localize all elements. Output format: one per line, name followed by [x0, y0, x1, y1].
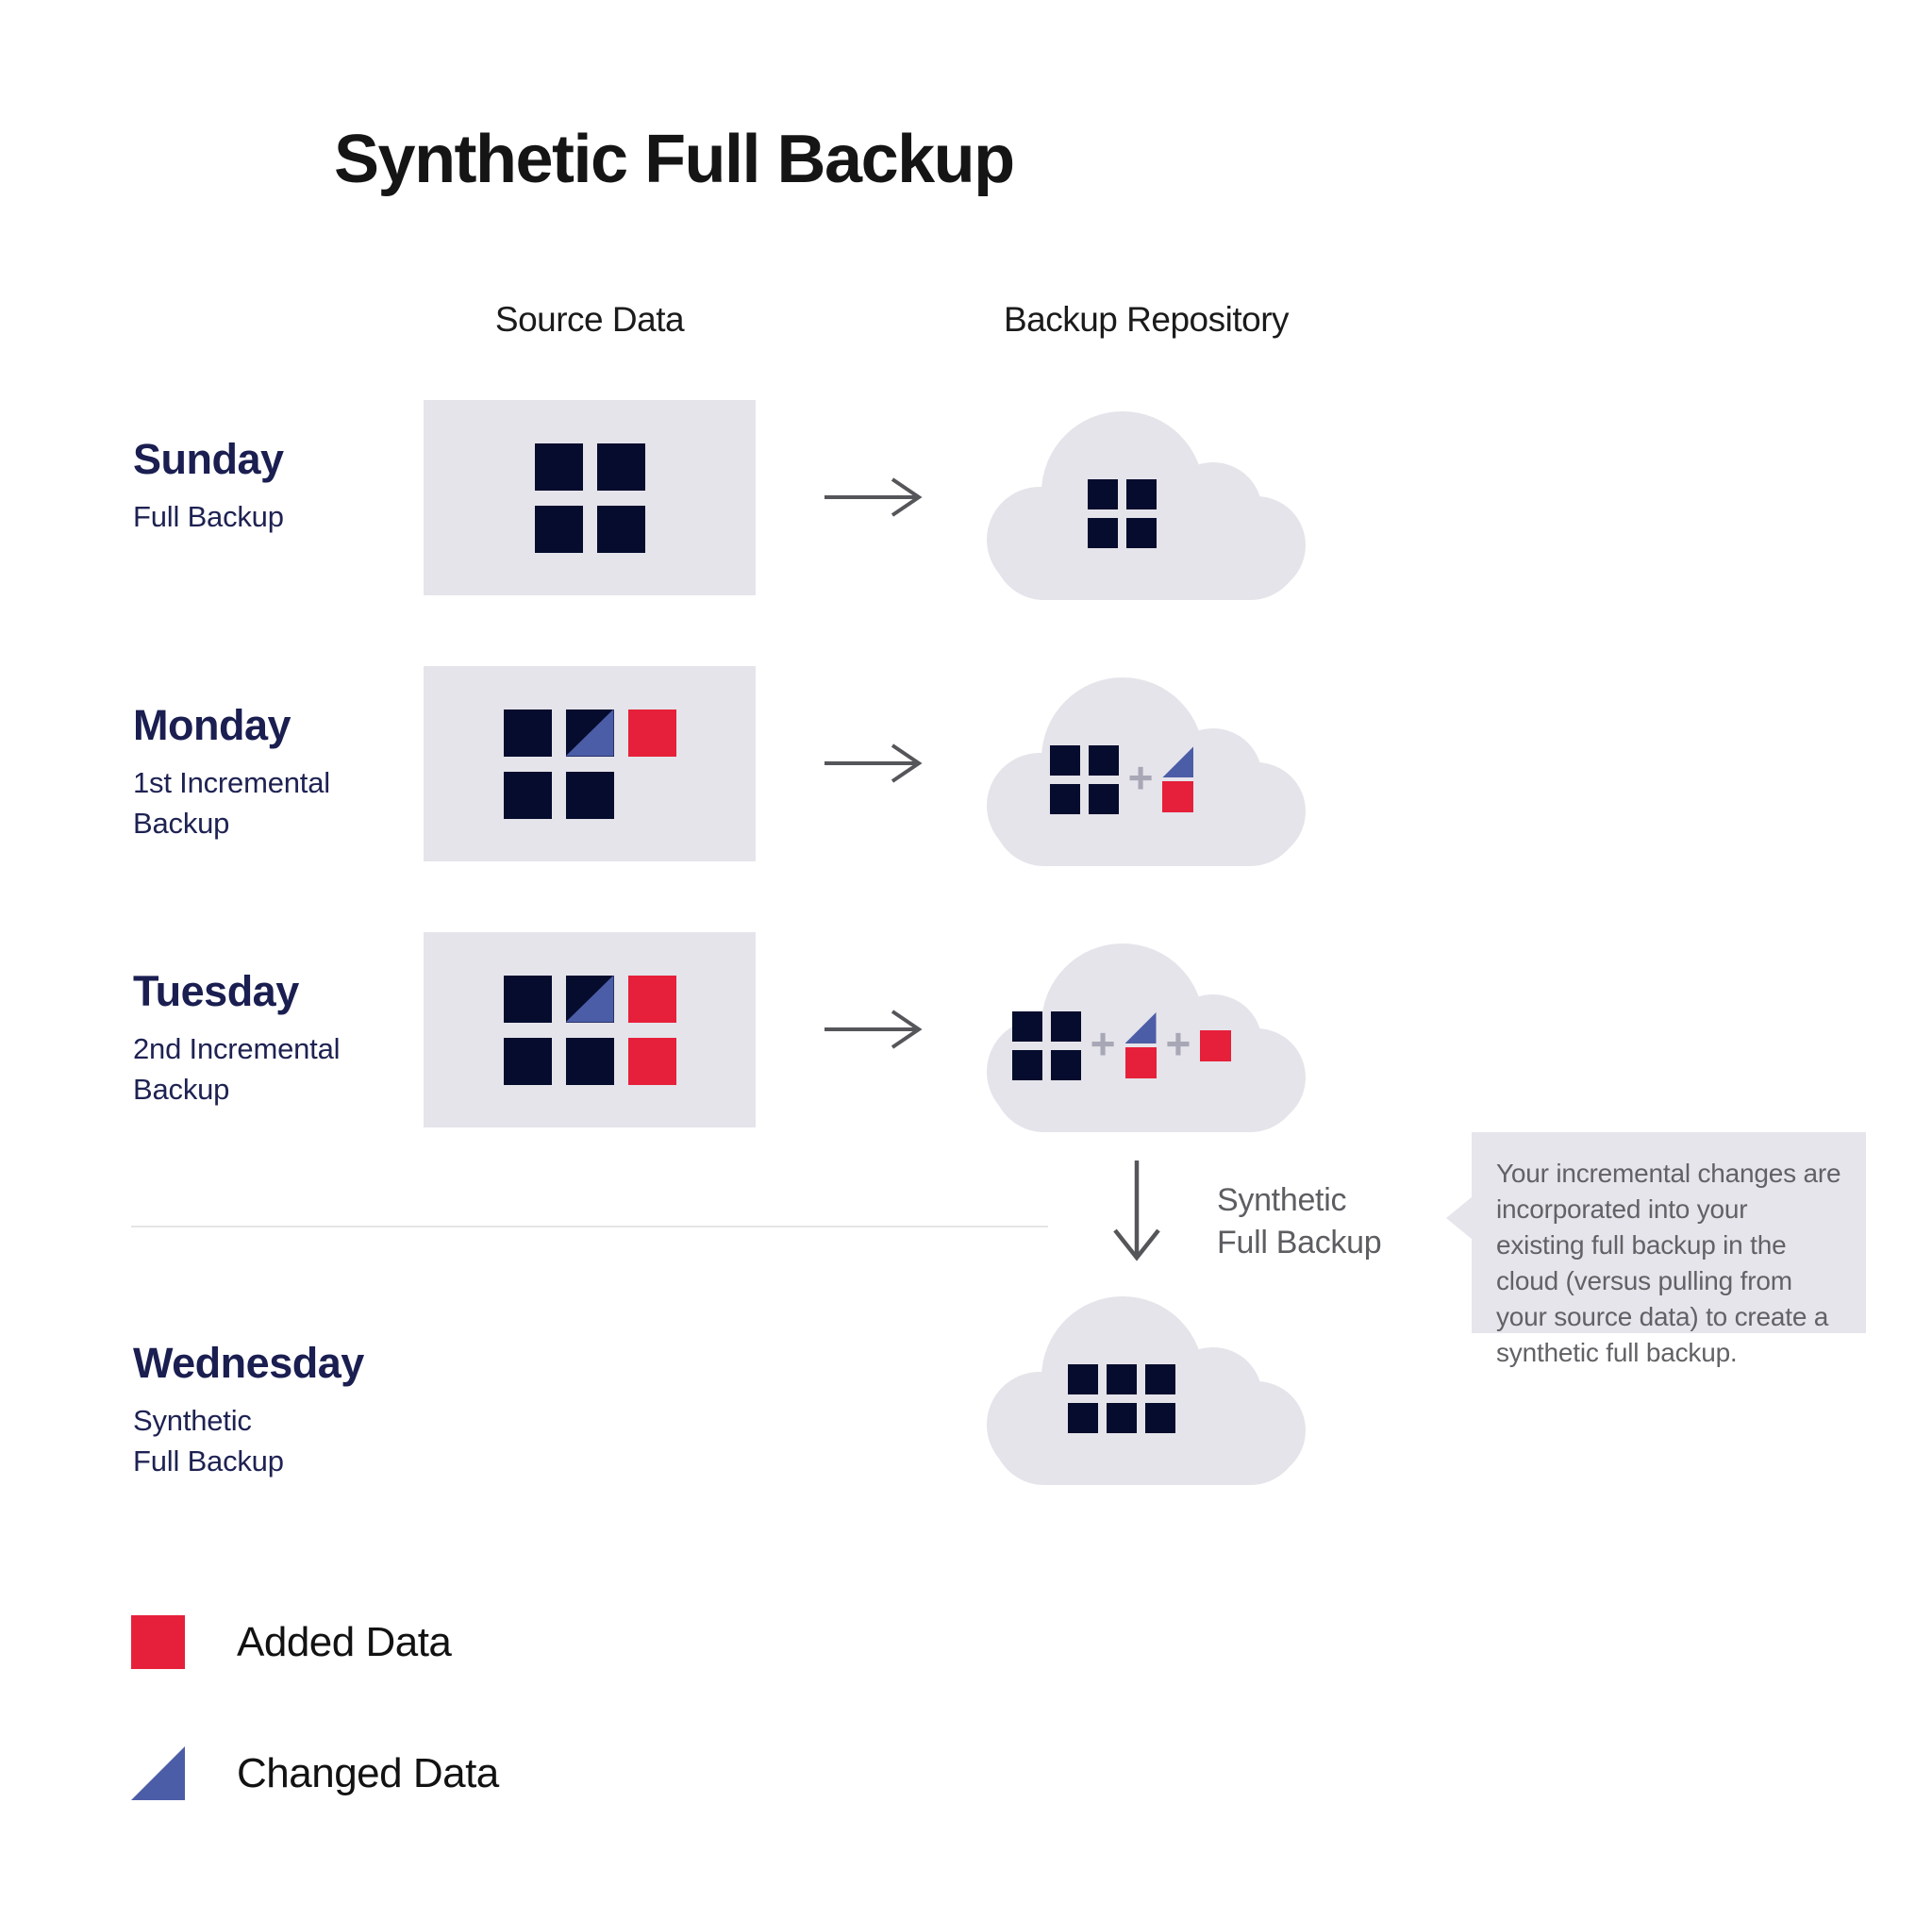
legend-item-changed-data: Changed Data [131, 1746, 499, 1800]
changed-data-triangle-icon [1124, 1012, 1157, 1043]
day-label-monday: Monday 1st Incremental Backup [133, 702, 416, 843]
cloud-content [957, 1298, 1287, 1498]
column-header-source-data: Source Data [494, 300, 685, 339]
tile-full [1011, 1010, 1042, 1042]
tooltip-text: Your incremental changes are incorporate… [1496, 1159, 1841, 1367]
changed-data-triangle-icon [1162, 746, 1194, 777]
tile-full [534, 442, 583, 491]
tile-full [565, 1037, 614, 1085]
source-tiles-monday [503, 709, 676, 819]
tile-full [503, 771, 552, 819]
tile-full [1145, 1363, 1175, 1394]
day-label-tuesday: Tuesday 2nd Incremental Backup [133, 968, 416, 1110]
tile-full [596, 442, 645, 491]
legend-label: Changed Data [237, 1749, 499, 1796]
section-divider [131, 1226, 1048, 1227]
day-subtitle: Backup [133, 807, 230, 840]
day-subtitle: Synthetic [133, 1404, 252, 1437]
tile-full [503, 975, 552, 1023]
tooltip-tail-icon [1446, 1196, 1473, 1240]
tile-full [1049, 744, 1080, 776]
page-title: Synthetic Full Backup [334, 122, 1015, 197]
tile-full [1145, 1402, 1175, 1433]
cloud-icon [987, 411, 1306, 600]
tile-full [1088, 744, 1119, 776]
cloud-content: + [957, 679, 1287, 879]
source-box-monday [424, 666, 756, 861]
changed-data-swatch-icon [131, 1746, 185, 1800]
cloud-tiles-tuesday [1011, 1010, 1081, 1080]
tile-full [1068, 1363, 1098, 1394]
tile-full [1125, 517, 1157, 548]
day-subtitle: Full Backup [133, 500, 284, 533]
tile-full [503, 709, 552, 757]
plus-icon: + [1165, 1019, 1191, 1068]
cloud-content: + + [957, 945, 1287, 1145]
synthetic-full-backup-flow-label: Synthetic Full Backup [1217, 1179, 1382, 1264]
cloud-content [957, 413, 1287, 613]
source-box-tuesday [424, 932, 756, 1127]
tile-full [534, 505, 583, 553]
tile-changed [565, 709, 614, 757]
tile-full [596, 505, 645, 553]
tile-empty [628, 772, 676, 819]
tile-full [1011, 1049, 1042, 1080]
tile-added [627, 975, 676, 1023]
tile-added [627, 709, 676, 757]
day-subtitle: Full Backup [133, 1444, 284, 1478]
tile-full [1088, 783, 1119, 814]
incremental-1-stack [1124, 1012, 1157, 1078]
legend-item-added-data: Added Data [131, 1615, 452, 1669]
column-header-backup-repository: Backup Repository [1003, 300, 1290, 339]
cloud-tiles-monday [1049, 744, 1119, 814]
tile-full [1050, 1049, 1081, 1080]
flow-label-line1: Synthetic [1217, 1182, 1347, 1218]
day-subtitle: Backup [133, 1073, 230, 1106]
arrow-right-icon [824, 1010, 923, 1049]
backup-cloud-wednesday [981, 1285, 1311, 1485]
arrow-right-icon [824, 743, 923, 783]
day-name: Tuesday [133, 967, 299, 1015]
day-name: Sunday [133, 435, 284, 483]
day-label-wednesday: Wednesday Synthetic Full Backup [133, 1340, 416, 1481]
tile-full [1068, 1402, 1098, 1433]
tile-full [1050, 1010, 1081, 1042]
source-tiles-tuesday [503, 975, 676, 1085]
arrow-down-icon [1113, 1160, 1160, 1261]
tile-full [1107, 1363, 1137, 1394]
cloud-tiles-sunday [1087, 478, 1157, 548]
added-data-square-icon [1124, 1047, 1157, 1078]
day-label-sunday: Sunday Full Backup [133, 436, 416, 537]
tile-full [503, 1037, 552, 1085]
plus-icon: + [1090, 1019, 1116, 1068]
plus-icon: + [1127, 753, 1154, 802]
day-subtitle: 1st Incremental [133, 766, 330, 799]
source-box-sunday [424, 400, 756, 595]
arrow-right-icon [824, 477, 923, 517]
backup-cloud-tuesday: + + [981, 932, 1311, 1132]
legend-label: Added Data [237, 1618, 452, 1665]
flow-label-line2: Full Backup [1217, 1225, 1382, 1261]
tile-full [1125, 478, 1157, 509]
incremental-2-added-square-icon [1200, 1029, 1232, 1061]
tooltip-callout: Your incremental changes are incorporate… [1446, 1132, 1866, 1367]
day-subtitle: 2nd Incremental [133, 1032, 341, 1065]
cloud-tiles-wednesday [1068, 1363, 1175, 1433]
tile-full [1087, 478, 1118, 509]
tile-changed [565, 975, 614, 1023]
day-name: Wednesday [133, 1339, 364, 1387]
added-data-square-icon [1162, 781, 1194, 812]
tile-full [1049, 783, 1080, 814]
tile-full [565, 771, 614, 819]
tile-full [1087, 517, 1118, 548]
incremental-1-stack [1162, 746, 1194, 812]
backup-cloud-sunday [981, 400, 1311, 600]
tile-full [1107, 1402, 1137, 1433]
source-tiles-sunday [534, 442, 645, 553]
backup-cloud-monday: + [981, 666, 1311, 866]
tile-added [627, 1037, 676, 1085]
added-data-swatch-icon [131, 1615, 185, 1669]
day-name: Monday [133, 701, 291, 749]
